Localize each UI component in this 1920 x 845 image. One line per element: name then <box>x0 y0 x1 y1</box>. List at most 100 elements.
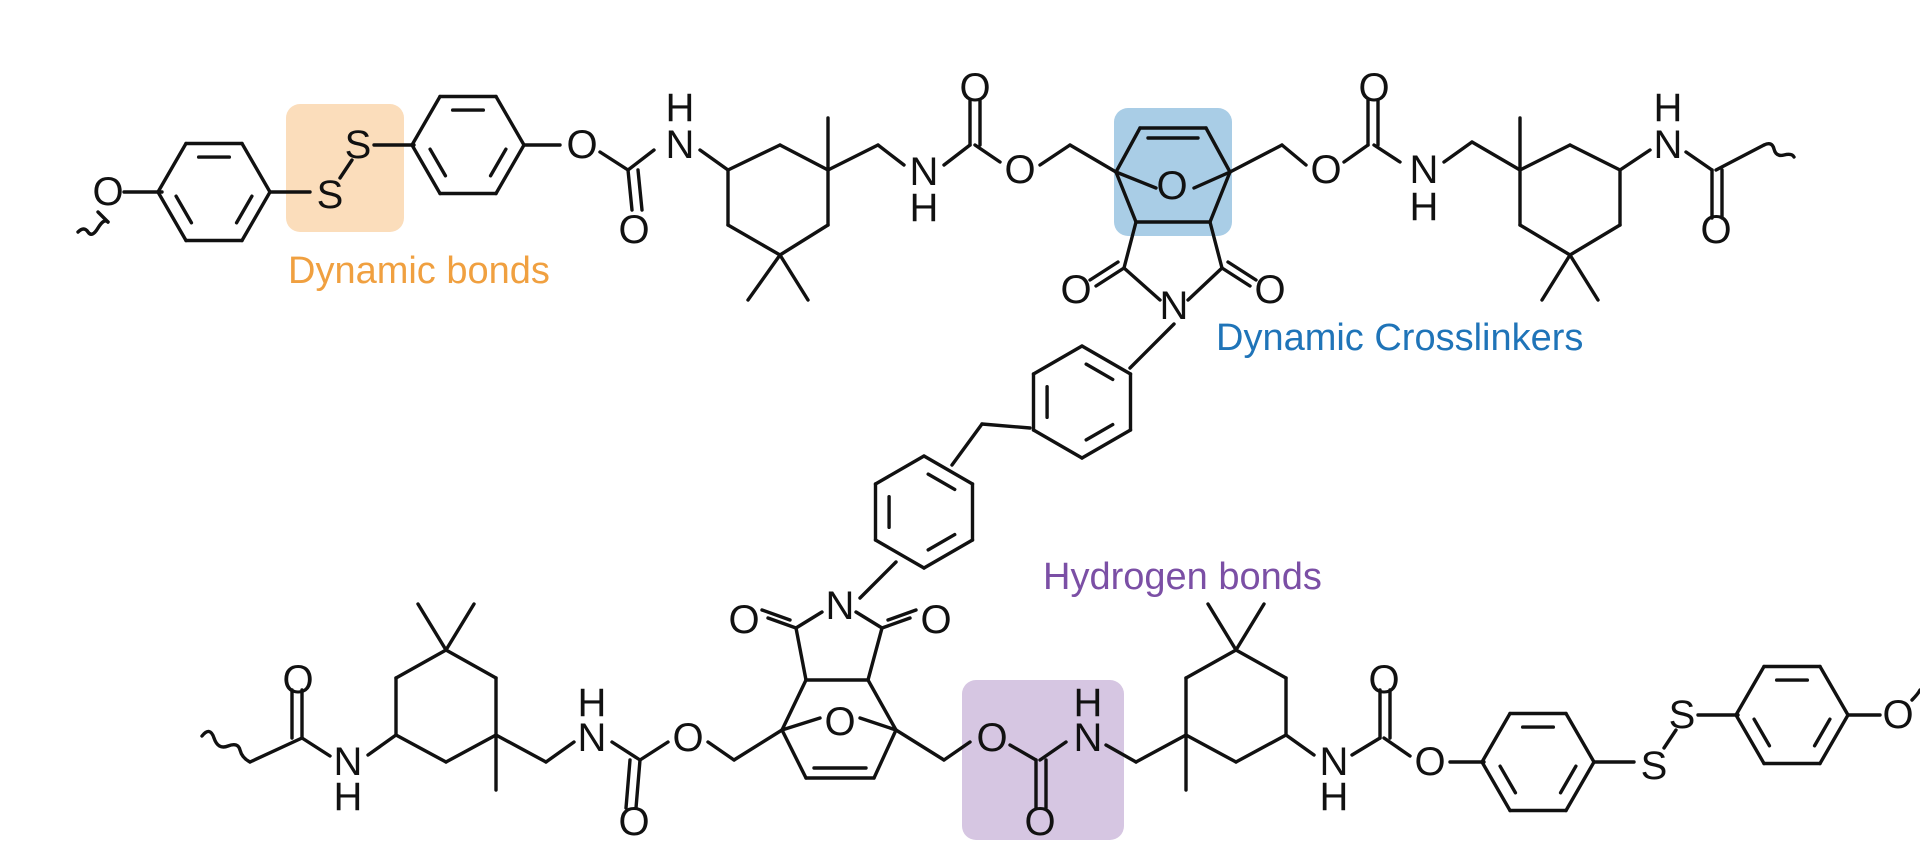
atom-o: O <box>618 208 649 252</box>
bond <box>624 758 632 810</box>
bond <box>780 678 808 732</box>
bond <box>698 148 730 172</box>
bond <box>1192 170 1232 190</box>
dynamic-crosslinkers-label: Dynamic Crosslinkers <box>1216 317 1583 359</box>
atom-o: O <box>618 800 649 844</box>
benzene-ring <box>1080 344 1133 376</box>
cyclohexane-ring <box>444 648 498 680</box>
bond <box>494 733 548 764</box>
atom-o: O <box>92 170 123 214</box>
bond-lines <box>76 94 1920 813</box>
atom-h: H <box>1410 185 1439 229</box>
atom-h: H <box>334 775 363 819</box>
bond <box>544 740 576 764</box>
bond <box>858 716 898 732</box>
atom-o: O <box>1700 208 1731 252</box>
bond <box>1714 143 1766 172</box>
bond <box>1122 220 1138 270</box>
atom-o: O <box>282 658 313 702</box>
atom-s: S <box>345 123 372 167</box>
bond <box>1038 143 1072 167</box>
bond <box>1088 260 1120 282</box>
atom-n: N <box>826 584 855 628</box>
benzene-ring <box>1564 760 1596 813</box>
bond <box>1038 740 1068 762</box>
atom-o: O <box>566 123 597 167</box>
bond <box>1226 260 1258 282</box>
bicyclic <box>780 728 808 780</box>
atom-n: N <box>666 123 695 167</box>
bond <box>746 253 782 302</box>
benzene-ring <box>1812 717 1832 748</box>
atom-o: O <box>1368 658 1399 702</box>
bond <box>1568 253 1600 302</box>
benzene-ring <box>1818 713 1850 766</box>
atom-n: N <box>1410 148 1439 192</box>
atom-o: O <box>672 716 703 760</box>
bond <box>1540 253 1572 302</box>
bond <box>634 758 642 810</box>
atom-o-bridge: O <box>1156 164 1187 208</box>
atom-o: O <box>1310 148 1341 192</box>
cyclohexane-ring <box>726 223 782 257</box>
bond <box>794 626 808 682</box>
atom-o: O <box>1358 66 1389 110</box>
bond <box>1104 743 1138 764</box>
benzene-ring <box>1734 664 1766 717</box>
benzene-ring <box>494 143 526 196</box>
bond <box>1342 143 1370 164</box>
atom-o: O <box>1254 268 1285 312</box>
cyclohexane-ring <box>1234 733 1288 764</box>
bond <box>1094 266 1126 288</box>
bond <box>1228 143 1284 174</box>
bond <box>778 253 810 302</box>
bond <box>1662 728 1678 750</box>
benzene-ring <box>240 141 272 194</box>
atom-n: N <box>578 716 607 760</box>
bond <box>858 560 898 600</box>
benzene-ring <box>1031 344 1084 376</box>
cyclohexane-ring <box>1234 648 1288 680</box>
bond <box>766 616 798 630</box>
benzene-ring <box>1818 664 1850 717</box>
bond <box>1442 140 1474 164</box>
bond <box>973 143 1002 164</box>
benzene-ring <box>1031 428 1084 460</box>
benzene-ring <box>156 141 188 194</box>
bond <box>1008 743 1038 762</box>
bond <box>1206 602 1238 652</box>
bond <box>1208 170 1232 224</box>
atom-s: S <box>1641 744 1668 788</box>
benzene-ring <box>1558 764 1578 795</box>
cyclohexane-ring <box>778 143 830 172</box>
bond <box>1284 733 1316 757</box>
bond <box>444 602 476 652</box>
bicyclic <box>1204 126 1232 174</box>
bond <box>1114 170 1158 190</box>
atom-n: N <box>910 150 939 194</box>
atom-n: N <box>1320 740 1349 784</box>
bond <box>942 143 972 167</box>
cyclohexane-ring <box>1518 143 1572 172</box>
benzene-ring <box>1752 717 1772 748</box>
benzene-ring <box>922 538 975 570</box>
bicyclic <box>872 728 898 780</box>
benzene-ring <box>234 194 254 225</box>
bond <box>610 740 642 762</box>
bond <box>732 728 784 762</box>
atom-o: O <box>976 716 1007 760</box>
benzene-ring <box>174 194 194 225</box>
atom-o: O <box>1060 268 1091 312</box>
bond <box>1280 143 1308 167</box>
atom-n: N <box>1654 123 1683 167</box>
cyclohexane-ring <box>444 733 498 764</box>
bond <box>866 626 884 682</box>
bond <box>866 678 898 732</box>
dynamic-crosslinker-highlight <box>1114 108 1232 236</box>
bond <box>826 143 880 172</box>
benzene-ring <box>922 454 975 486</box>
atom-s: S <box>317 173 344 217</box>
atom-o: O <box>959 66 990 110</box>
bond <box>760 608 792 622</box>
